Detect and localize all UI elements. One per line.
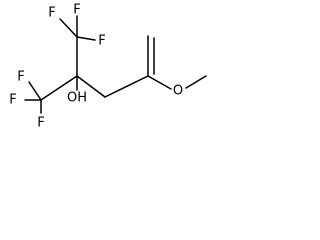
atom-label-f-left: F [9, 93, 16, 108]
bond-vinyl-c-to-o [147, 75, 172, 90]
atom-label-hydroxyl: OH [67, 91, 87, 106]
atom-labels: F F F F F F OH O [9, 3, 183, 131]
bond-cf3top-c-to-f-top-right [76, 36, 96, 41]
atom-label-f-mid-left: F [17, 70, 24, 85]
atom-label-f-top-center: F [73, 3, 80, 18]
atom-label-f-bottom: F [37, 116, 44, 131]
atom-label-f-top-right: F [98, 34, 105, 49]
bond-ch2-to-vinyl-c [104, 75, 149, 98]
bond-quaternary-c-to-ch2 [76, 75, 106, 98]
atom-label-f-top-left: F [48, 6, 55, 21]
bond-quaternary-c-to-cf3low-c [40, 75, 78, 101]
bond-o-to-methyl [185, 75, 207, 89]
bond-cf3top-c-to-f-top-left [59, 18, 78, 38]
chemical-structure-diagram: F F F F F F OH O [9, 3, 207, 131]
bond-cf3low-c-to-f-mid-left [28, 81, 42, 101]
atom-label-ether-oxygen: O [173, 84, 183, 99]
bonds [24, 15, 207, 114]
